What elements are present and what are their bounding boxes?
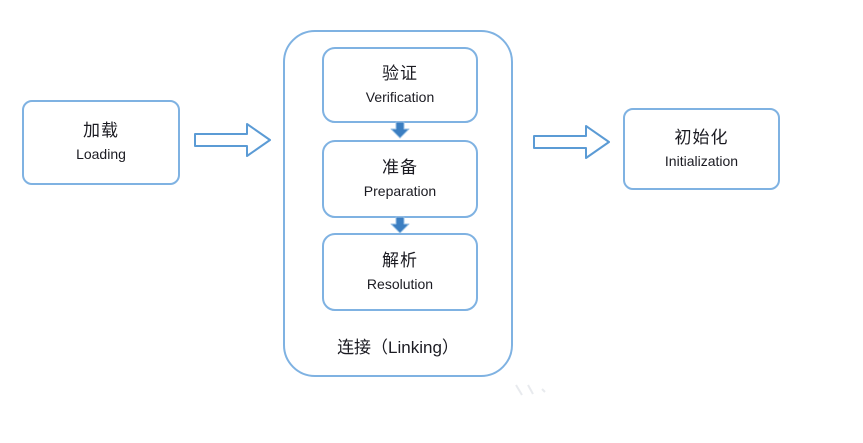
down-arrow-icon (390, 121, 410, 139)
stage-initialization-box: 初始化 Initialization (623, 108, 780, 190)
substage-preparation-en-label: Preparation (363, 182, 437, 199)
stage-loading-box: 加载 Loading (22, 100, 180, 185)
substage-preparation-zh-label: 准备 (382, 157, 418, 177)
flow-arrow-right-icon (194, 123, 271, 157)
linking-group-label: 连接（Linking） (337, 338, 459, 357)
stage-loading-zh-label: 加载 (83, 121, 119, 141)
stage-initialization-en-label: Initialization (664, 152, 739, 169)
stage-initialization-zh-label: 初始化 (674, 127, 729, 147)
substage-resolution-box: 解析 Resolution (322, 233, 478, 311)
faint-artifact-mark (515, 384, 546, 396)
flow-arrow-right-icon (533, 125, 610, 159)
substage-verification-en-label: Verification (365, 88, 435, 105)
stage-loading-en-label: Loading (76, 146, 126, 163)
substage-preparation-box: 准备 Preparation (322, 140, 478, 218)
substage-verification-box: 验证 Verification (322, 47, 478, 123)
substage-verification-zh-label: 验证 (382, 63, 418, 83)
substage-resolution-en-label: Resolution (366, 275, 434, 292)
down-arrow-icon (390, 216, 410, 234)
substage-resolution-zh-label: 解析 (382, 250, 418, 270)
